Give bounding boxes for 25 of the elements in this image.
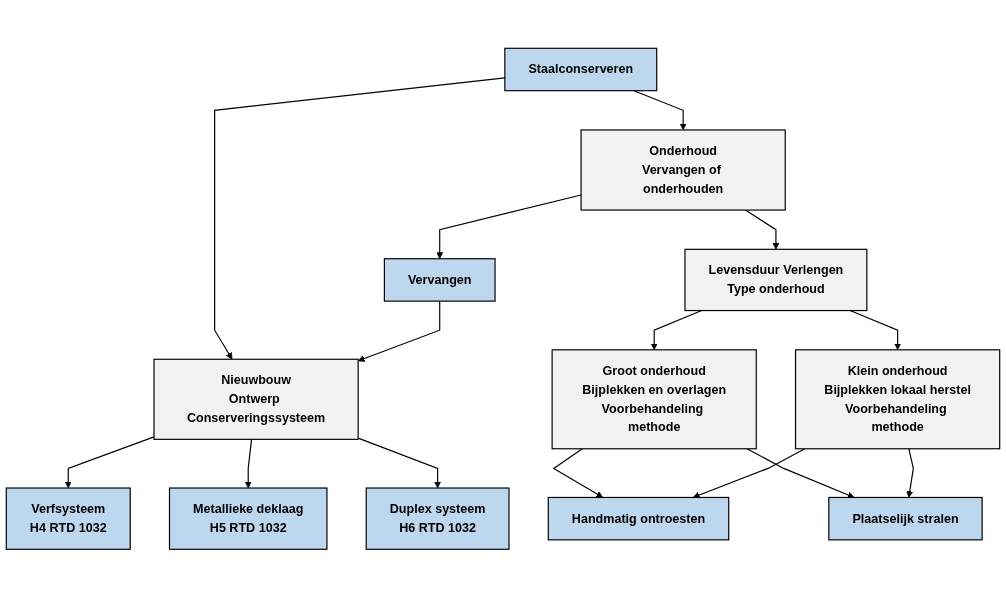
node-box: Vervangen xyxy=(383,258,496,302)
arrow xyxy=(692,448,806,499)
node-box: Nieuwbouw Ontwerp Conserveringssysteem xyxy=(153,358,359,441)
node-box: Onderhoud Vervangen of onderhouden xyxy=(580,129,786,211)
arrow xyxy=(746,448,855,499)
node-box: Staalconserveren xyxy=(504,47,658,92)
arrow xyxy=(244,438,253,489)
node-box: Groot onderhoud Bijplekken en overlagen Voorbehandeling methode xyxy=(551,349,757,450)
arrow xyxy=(436,194,582,260)
arrow xyxy=(650,310,703,351)
node-box: Levensduur Verlengen Type onderhoud xyxy=(684,248,868,312)
arrow xyxy=(357,437,442,489)
node-box: Handmatig ontroesten xyxy=(547,497,730,541)
arrow xyxy=(633,90,687,131)
arrow xyxy=(849,310,902,351)
arrow xyxy=(357,300,441,363)
arrow xyxy=(906,448,914,498)
node-box: Verfsysteem H4 RTD 1032 xyxy=(5,487,131,551)
node-box: Duplex systeem H6 RTD 1032 xyxy=(365,487,510,551)
arrow xyxy=(552,448,604,498)
arrow xyxy=(64,436,155,489)
node-box: Metallieke deklaag H5 RTD 1032 xyxy=(168,487,328,551)
node-box: Klein onderhoud Bijplekken lokaal herstel Voorbehandeling methode xyxy=(794,349,1001,450)
node-box: Plaatselijk stralen xyxy=(828,497,983,541)
arrow xyxy=(744,209,780,250)
